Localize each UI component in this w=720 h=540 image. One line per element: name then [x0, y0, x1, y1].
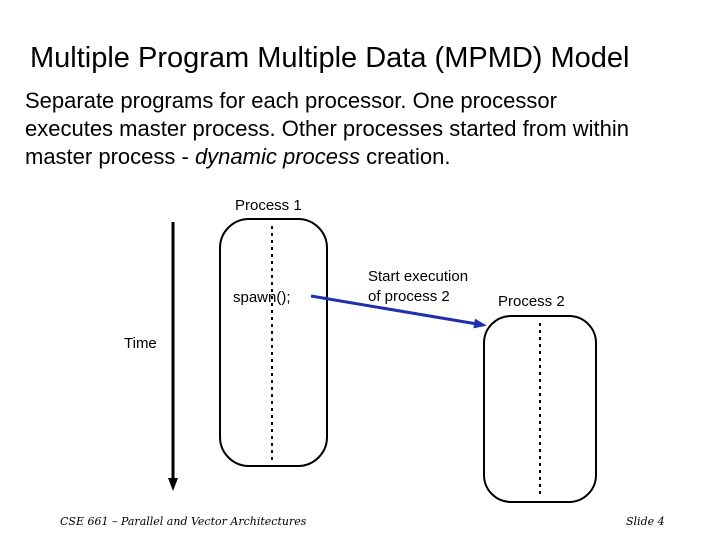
process2-box: [483, 315, 597, 503]
process1-label: Process 1: [235, 197, 302, 214]
body-line-3: master process - dynamic process creatio…: [25, 143, 705, 171]
process2-lifeline: [539, 323, 541, 498]
start-execution-line-2: of process 2: [368, 288, 450, 305]
footer-slide-number: Slide 4: [626, 515, 665, 528]
start-execution-label: Start execution of process 2: [368, 267, 468, 307]
body-line-2: executes master process. Other processes…: [25, 116, 630, 141]
body-line-1: Separate programs for each processor. On…: [25, 88, 557, 113]
spawn-call-label: spawn();: [233, 289, 291, 306]
process1-lifeline: [271, 226, 273, 462]
body-line-3-prefix: master process -: [25, 144, 195, 169]
slide-body: Separate programs for each processor. On…: [25, 87, 705, 171]
start-execution-line-1: Start execution: [368, 268, 469, 285]
process2-label: Process 2: [498, 293, 565, 310]
body-line-3-suffix: creation.: [360, 144, 451, 169]
footer-course-label: CSE 661 – Parallel and Vector Architectu…: [60, 515, 307, 528]
slide-title: Multiple Program Multiple Data (MPMD) Mo…: [30, 42, 630, 74]
process1-box: [219, 218, 328, 467]
time-label: Time: [124, 335, 157, 352]
body-line-3-italic: dynamic process: [194, 144, 361, 169]
